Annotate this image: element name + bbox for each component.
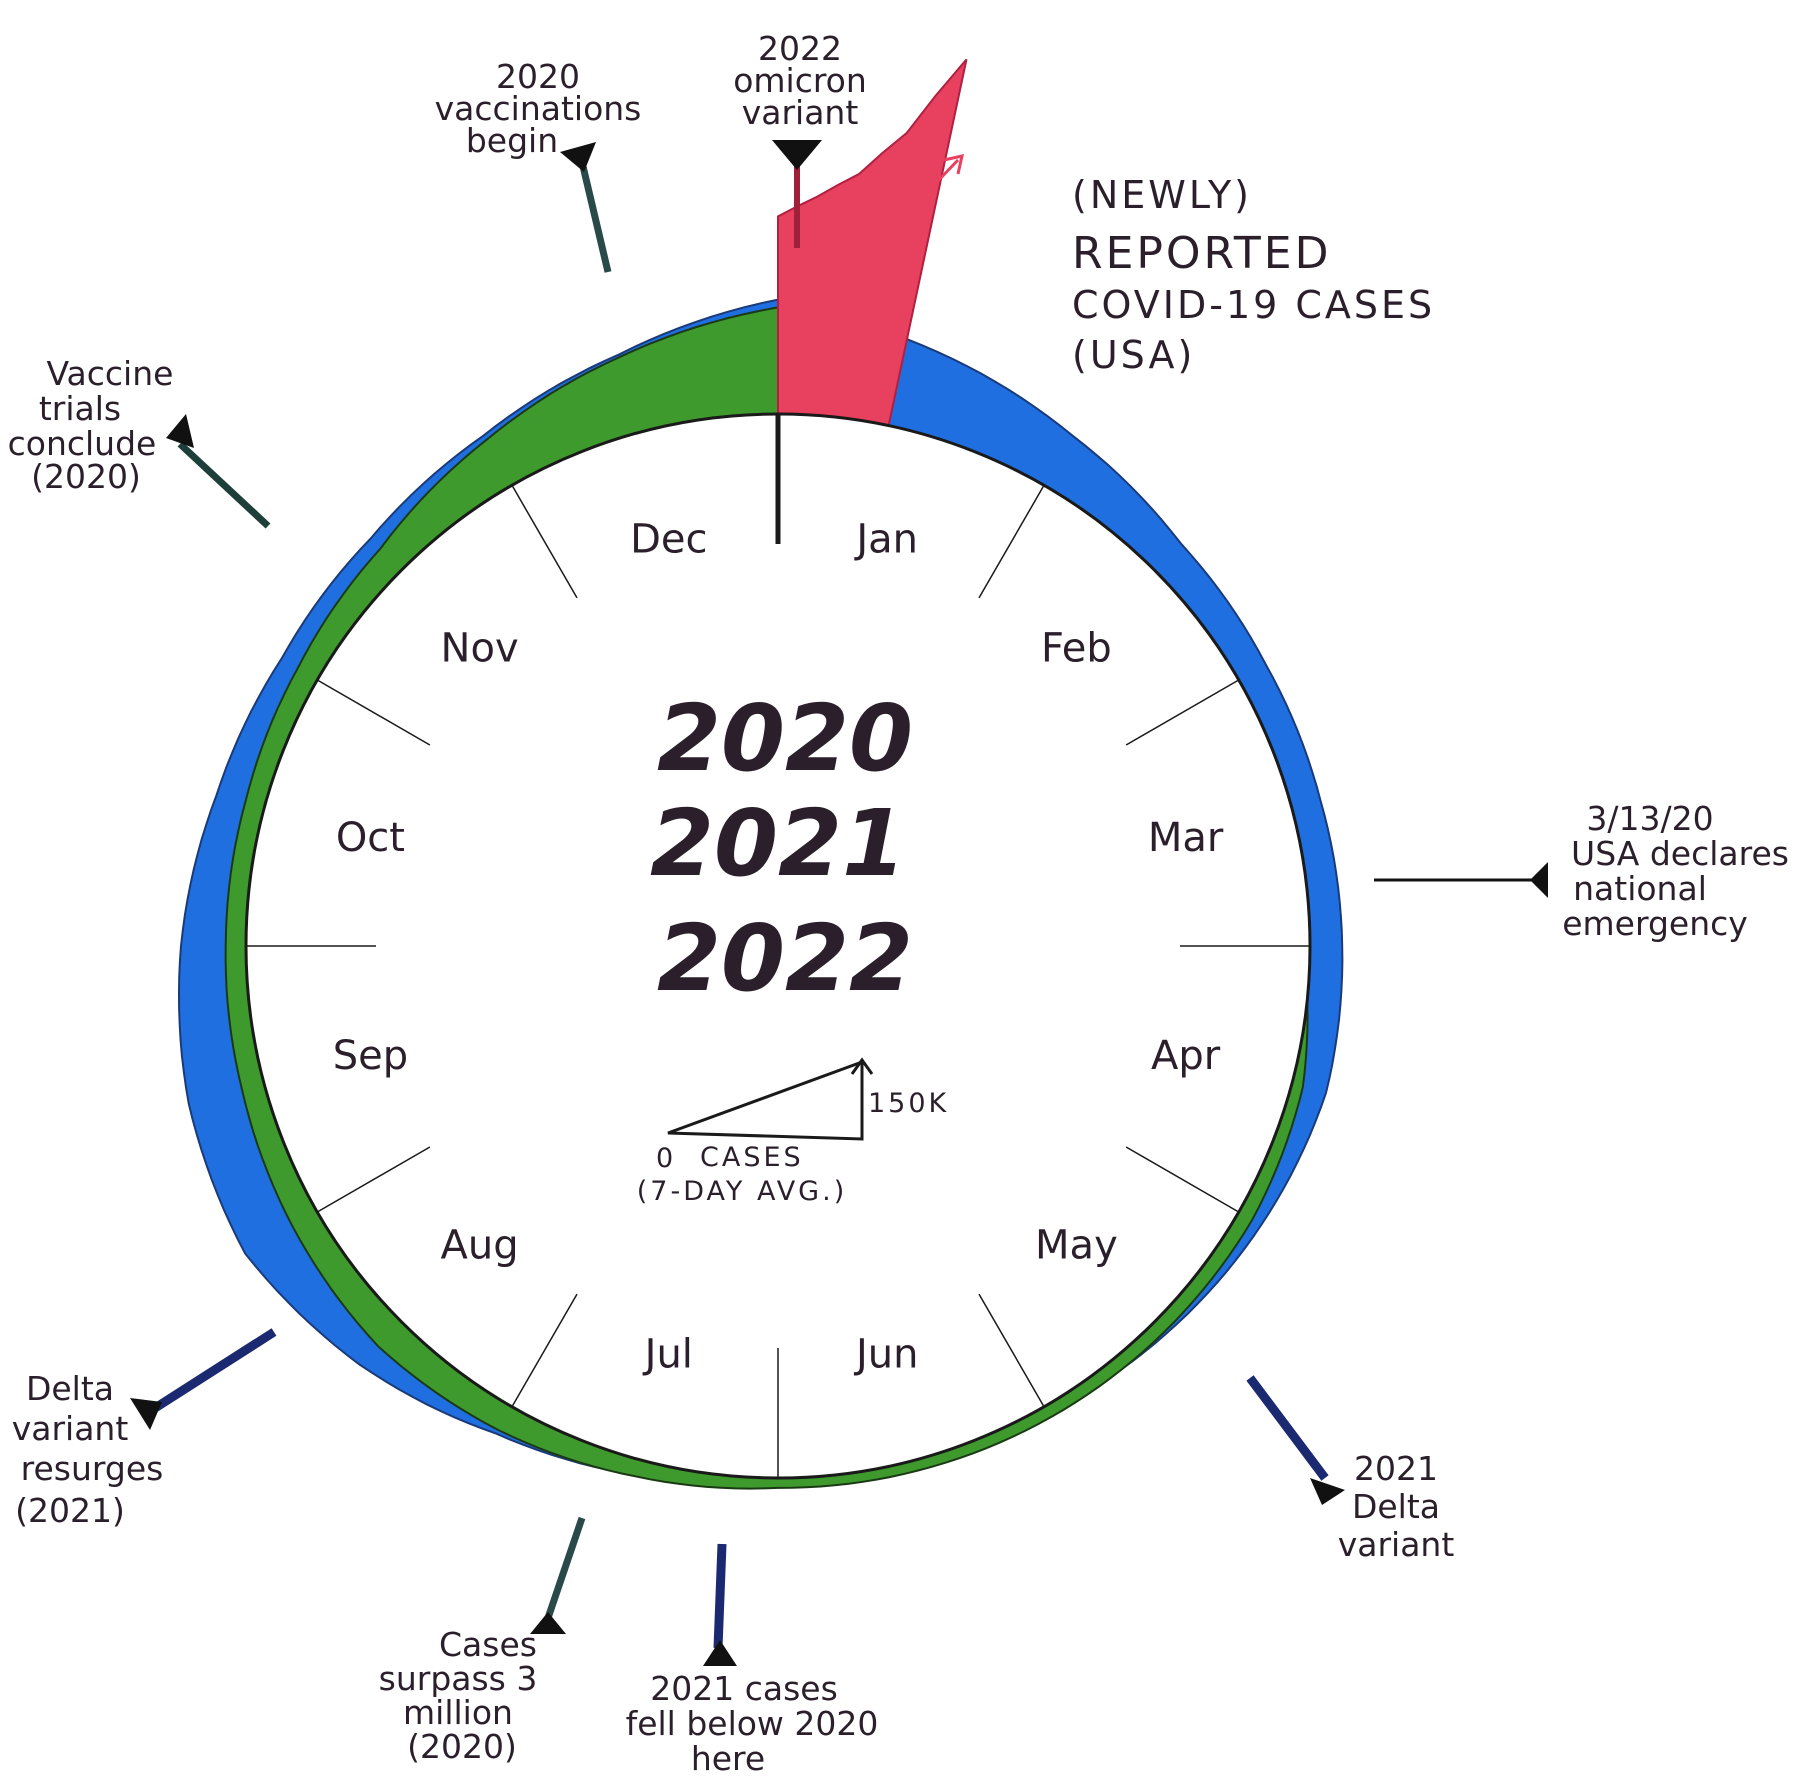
- month-label-oct: Oct: [336, 815, 405, 861]
- chart-title: (NEWLY) REPORTED COVID-19 CASES (USA): [1072, 173, 1435, 377]
- annotation-line: variant: [742, 93, 859, 132]
- annotation-line: 2022: [758, 29, 842, 68]
- month-label-mar: Mar: [1148, 815, 1224, 861]
- annotation-delta-2021: 2021 Delta variant: [1246, 1375, 1455, 1564]
- annotation-line: 2021 cases: [650, 1669, 838, 1708]
- month-label-sep: Sep: [333, 1033, 408, 1079]
- month-spoke-mar: [1125, 679, 1240, 746]
- annotation-delta-resurges: Delta variant resurges (2021): [12, 1328, 277, 1530]
- month-spoke-feb: [978, 484, 1045, 599]
- month-label-dec: Dec: [630, 516, 707, 562]
- annotation-line: Cases: [439, 1625, 537, 1664]
- spokes-layer: [246, 414, 1310, 1478]
- annotation-line: fell below 2020: [626, 1704, 879, 1743]
- annotation-line: USA declares: [1571, 834, 1789, 873]
- scale-unit-label: CASES: [700, 1142, 804, 1173]
- annotation-vaccinations-begin: 2020 vaccinations begin: [435, 57, 642, 273]
- month-spoke-may: [1125, 1146, 1240, 1213]
- annotation-line: national: [1573, 869, 1707, 908]
- annotation-line: here: [691, 1739, 765, 1778]
- annotation-line: (2020): [31, 457, 141, 496]
- annotation-line: variant: [12, 1409, 129, 1448]
- month-label-apr: Apr: [1151, 1033, 1221, 1079]
- annotation-line: begin: [466, 121, 558, 160]
- month-label-jun: Jun: [853, 1332, 919, 1378]
- annotation-fell-below: 2021 cases fell below 2020 here: [626, 1543, 879, 1778]
- month-label-may: May: [1035, 1222, 1118, 1268]
- annotation-line: emergency: [1562, 904, 1748, 943]
- month-spoke-nov: [316, 679, 431, 746]
- annotation-line: million: [403, 1693, 513, 1732]
- month-spoke-dec: [511, 484, 578, 599]
- scale-note-label: (7-DAY AVG.): [637, 1176, 847, 1207]
- month-spoke-aug: [511, 1293, 578, 1408]
- series-2022-arrow: [908, 154, 964, 212]
- month-spoke-sep: [316, 1146, 431, 1213]
- annotation-line: (2021): [15, 1491, 125, 1530]
- annotation-line: resurges: [21, 1449, 164, 1488]
- title-line-3: COVID-19 CASES: [1072, 283, 1435, 327]
- annotation-omicron: 2022 omicron variant: [733, 29, 867, 248]
- annotation-line: surpass 3: [379, 1659, 538, 1698]
- annotation-line: vaccinations: [435, 89, 642, 128]
- month-label-nov: Nov: [441, 626, 519, 672]
- title-line-1: (NEWLY): [1072, 173, 1252, 217]
- scale-zero-label: 0: [656, 1143, 676, 1174]
- annotation-3-million: Cases surpass 3 million (2020): [379, 1516, 586, 1766]
- month-label-jan: Jan: [853, 516, 918, 562]
- annotation-line: 3/13/20: [1586, 799, 1713, 838]
- annotation-line: 2020: [496, 57, 580, 96]
- annotation-line: omicron: [733, 61, 867, 100]
- annotation-vaccine-trials: Vaccine trials conclude (2020): [8, 354, 271, 529]
- annotation-line: (2020): [407, 1727, 517, 1766]
- title-line-2: REPORTED: [1072, 228, 1331, 279]
- month-label-feb: Feb: [1041, 626, 1112, 672]
- annotation-line: 2021: [1354, 1449, 1438, 1488]
- scale-max-label: 150K: [868, 1088, 949, 1119]
- legend-2022: 2022: [657, 905, 913, 1012]
- month-label-jul: Jul: [642, 1332, 693, 1378]
- month-spoke-jun: [978, 1293, 1045, 1408]
- annotation-line: trials: [39, 389, 121, 428]
- legend-2020: 2020: [657, 685, 913, 792]
- annotation-national-emergency: 3/13/20 USA declares national emergency: [1374, 799, 1789, 943]
- annotation-line: Vaccine: [47, 354, 174, 393]
- title-line-4: (USA): [1072, 333, 1195, 377]
- legend-2021: 2021: [650, 790, 906, 897]
- annotation-line: conclude: [8, 424, 157, 463]
- annotation-line: Delta: [26, 1369, 114, 1408]
- month-label-aug: Aug: [441, 1222, 519, 1268]
- annotation-line: Delta: [1352, 1487, 1440, 1526]
- annotation-line: variant: [1338, 1525, 1455, 1564]
- scale-key: 150K 0 CASES (7-DAY AVG.): [637, 1057, 949, 1207]
